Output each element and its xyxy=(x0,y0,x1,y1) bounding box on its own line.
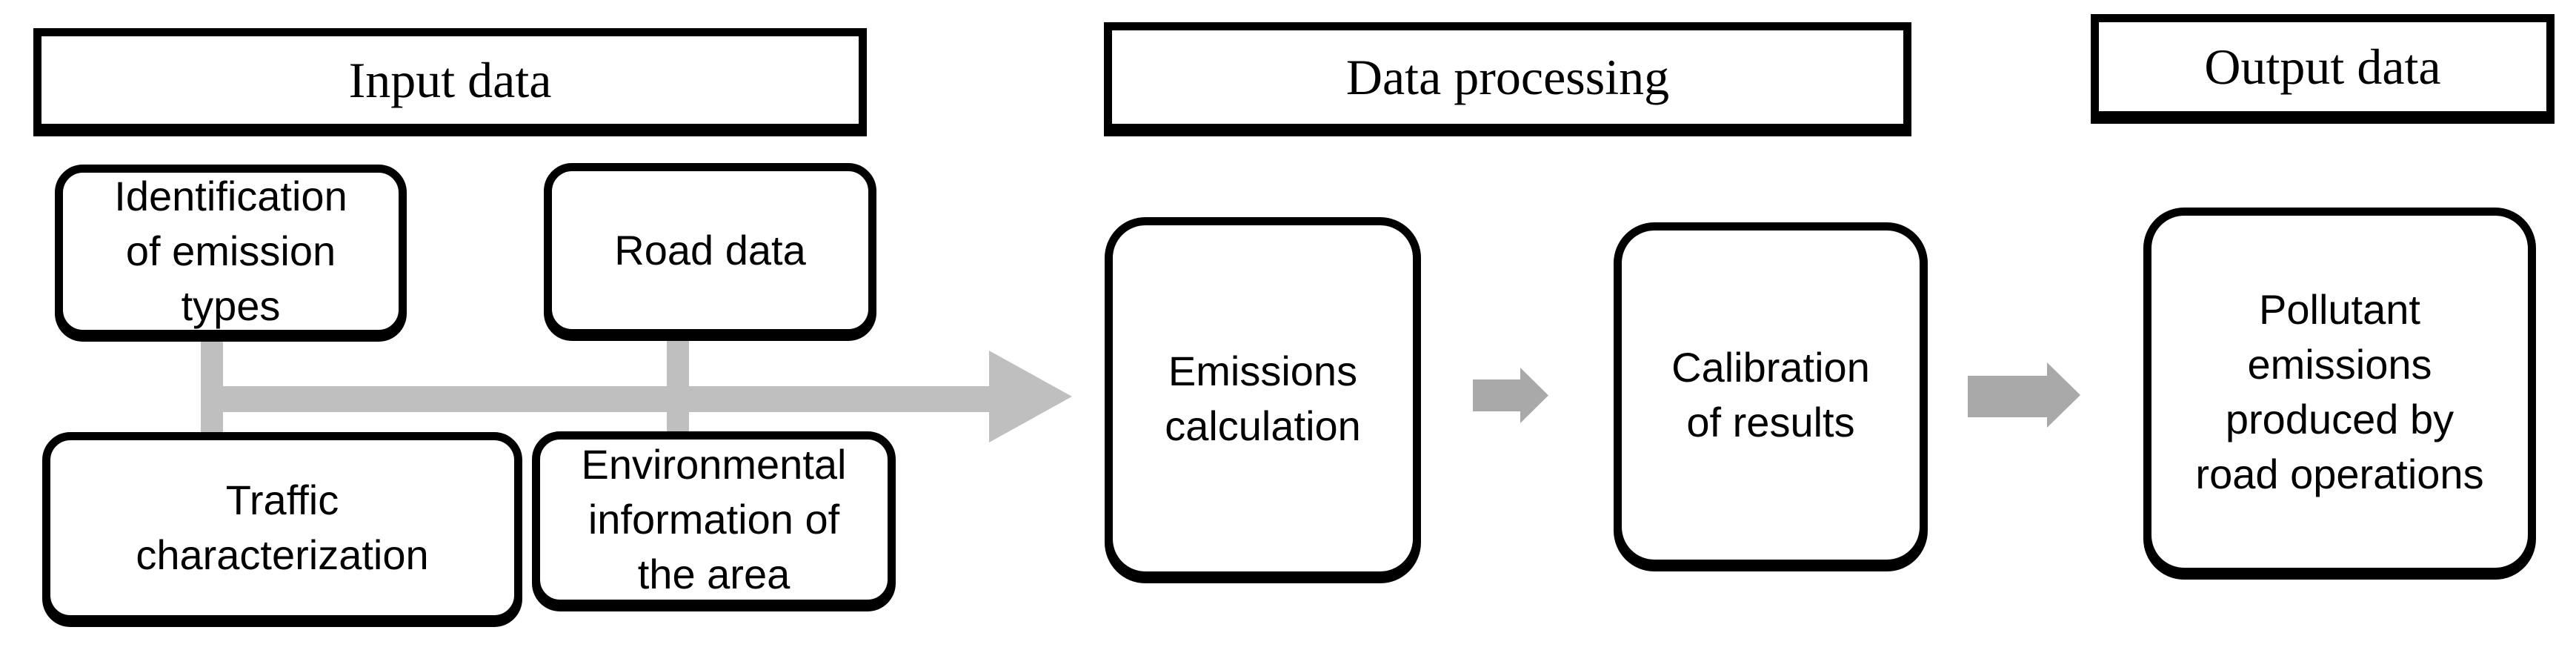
environmental-information-label: Environmental information of the area xyxy=(581,441,847,597)
traffic-characterization-label: Traffic characterization xyxy=(136,477,429,578)
road-data-label: Road data xyxy=(614,226,806,273)
output-data-header-label: Output data xyxy=(2204,38,2441,95)
big-right-arrow-icon xyxy=(989,351,1072,442)
calibration-of-results-box: Calibration of results xyxy=(1614,222,1928,568)
pollutant-emissions-box: Pollutant emissions produced by road ope… xyxy=(2143,208,2536,576)
environmental-information-box: Environmental information of the area xyxy=(532,431,896,608)
connector-identification-to-traffic xyxy=(201,335,223,436)
emissions-calculation-label: Emissions calculation xyxy=(1165,347,1361,449)
identification-of-emission-types-box: Identification of emission types xyxy=(55,165,407,338)
small-right-arrow-2-icon xyxy=(2047,362,2080,428)
small-flow-arrow-1-shaft xyxy=(1473,379,1522,411)
calibration-of-results-label: Calibration of results xyxy=(1671,344,1870,445)
connector-road-to-environmental xyxy=(667,335,689,434)
big-flow-arrow-shaft xyxy=(201,386,989,412)
input-data-header-label: Input data xyxy=(348,51,552,108)
output-data-header: Output data xyxy=(2091,14,2555,119)
emissions-calculation-box: Emissions calculation xyxy=(1105,217,1421,580)
identification-of-emission-types-label: Identification of emission types xyxy=(114,173,347,329)
small-flow-arrow-2-shaft xyxy=(1968,376,2049,417)
small-right-arrow-1-icon xyxy=(1520,368,1548,423)
input-data-header: Input data xyxy=(33,28,867,132)
traffic-characterization-box: Traffic characterization xyxy=(42,432,522,623)
road-data-box: Road data xyxy=(544,163,876,337)
data-processing-header: Data processing xyxy=(1104,22,1911,132)
pollutant-emissions-label: Pollutant emissions produced by road ope… xyxy=(2195,285,2484,497)
data-processing-header-label: Data processing xyxy=(1345,48,1670,105)
